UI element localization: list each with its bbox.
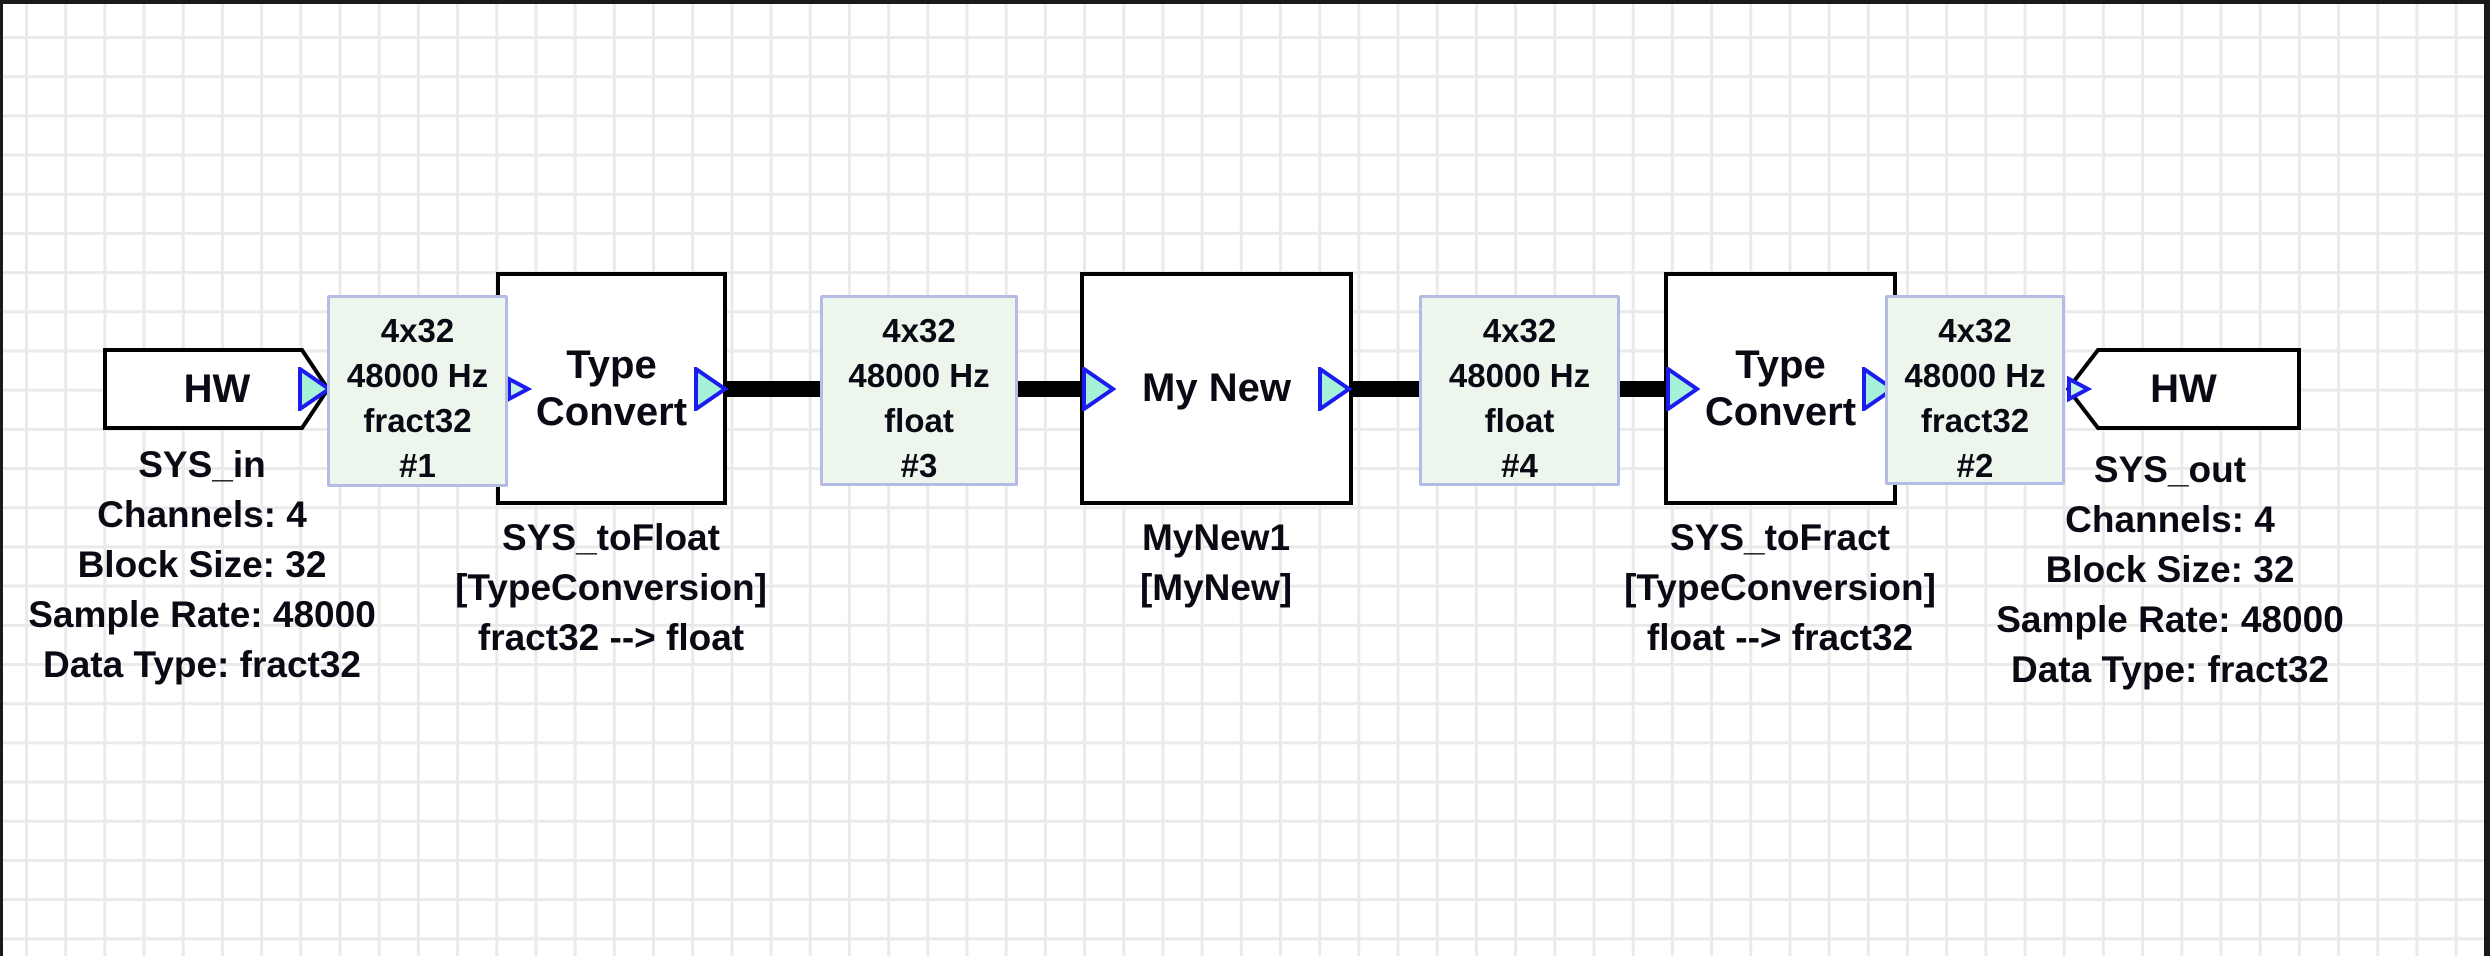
wire-mynew-to-label4[interactable] — [1350, 381, 1420, 397]
wire-info-size: 4x32 — [823, 308, 1015, 353]
mynew-output-pin-icon[interactable] — [1318, 367, 1352, 411]
canvas-border-top — [0, 0, 2490, 4]
block-title: My New — [1142, 365, 1291, 412]
wire-info-size: 4x32 — [1888, 308, 2062, 353]
tofract-input-pin-icon[interactable] — [1666, 367, 1700, 411]
class-name: [TypeConversion] — [1624, 563, 1936, 613]
sys-in-caption: SYS_in Channels: 4 Block Size: 32 Sample… — [28, 440, 376, 690]
wire-label3-to-mynew[interactable] — [1016, 381, 1082, 397]
wire-label4-to-tofract[interactable] — [1618, 381, 1667, 397]
wire-info-type: fract32 — [330, 398, 505, 443]
wire-info-type: float — [1422, 398, 1617, 443]
wire-tofloat-to-label3[interactable] — [727, 381, 821, 397]
class-name: [MyNew] — [1140, 563, 1292, 613]
samplerate-label: Sample Rate: 48000 — [1996, 595, 2344, 645]
instance-name: MyNew1 — [1140, 513, 1292, 563]
datatype-label: Data Type: fract32 — [1996, 645, 2344, 695]
tofloat-output-pin-icon[interactable] — [694, 367, 728, 411]
samplerate-label: Sample Rate: 48000 — [28, 590, 376, 640]
datatype-label: Data Type: fract32 — [28, 640, 376, 690]
wire-info-3: 4x32 48000 Hz float #3 — [820, 295, 1018, 486]
channels-label: Channels: 4 — [28, 490, 376, 540]
canvas-border-right — [2484, 0, 2490, 956]
block-sys-in[interactable]: HW — [103, 348, 331, 430]
block-title: HW — [2066, 348, 2301, 430]
sys-tofract-caption: SYS_toFract [TypeConversion] float --> f… — [1624, 513, 1936, 663]
block-sys-out[interactable]: HW — [2066, 348, 2301, 430]
canvas-border-left — [0, 0, 3, 956]
block-mynew1[interactable]: My New — [1080, 272, 1353, 505]
wire-info-type: float — [823, 398, 1015, 443]
class-name: [TypeConversion] — [455, 563, 767, 613]
block-title: Type Convert — [523, 342, 701, 436]
wire-info-4: 4x32 48000 Hz float #4 — [1419, 295, 1620, 486]
blocksize-label: Block Size: 32 — [28, 540, 376, 590]
wire-info-id: #2 — [1888, 443, 2062, 488]
instance-name: SYS_toFloat — [455, 513, 767, 563]
conversion-label: fract32 --> float — [455, 613, 767, 663]
wire-info-2: 4x32 48000 Hz fract32 #2 — [1885, 295, 2065, 485]
wire-info-1: 4x32 48000 Hz fract32 #1 — [327, 295, 508, 487]
block-title: HW — [103, 348, 331, 430]
tofloat-input-pin-icon[interactable] — [506, 375, 532, 403]
wire-info-id: #3 — [823, 443, 1015, 488]
blocksize-label: Block Size: 32 — [1996, 545, 2344, 595]
wire-info-id: #4 — [1422, 443, 1617, 488]
sys-out-input-pin-icon[interactable] — [2066, 375, 2092, 403]
mynew-caption: MyNew1 [MyNew] — [1140, 513, 1292, 613]
wire-info-type: fract32 — [1888, 398, 2062, 443]
wire-info-rate: 48000 Hz — [330, 353, 505, 398]
instance-name: SYS_toFract — [1624, 513, 1936, 563]
wire-info-size: 4x32 — [330, 308, 505, 353]
sys-tofloat-caption: SYS_toFloat [TypeConversion] fract32 -->… — [455, 513, 767, 663]
wire-info-rate: 48000 Hz — [1422, 353, 1617, 398]
instance-name: SYS_in — [28, 440, 376, 490]
channels-label: Channels: 4 — [1996, 495, 2344, 545]
block-title: Type Convert — [1692, 342, 1870, 436]
wire-info-id: #1 — [330, 443, 505, 488]
mynew-input-pin-icon[interactable] — [1082, 367, 1116, 411]
wire-info-rate: 48000 Hz — [1888, 353, 2062, 398]
wire-info-size: 4x32 — [1422, 308, 1617, 353]
wire-info-rate: 48000 Hz — [823, 353, 1015, 398]
conversion-label: float --> fract32 — [1624, 613, 1936, 663]
